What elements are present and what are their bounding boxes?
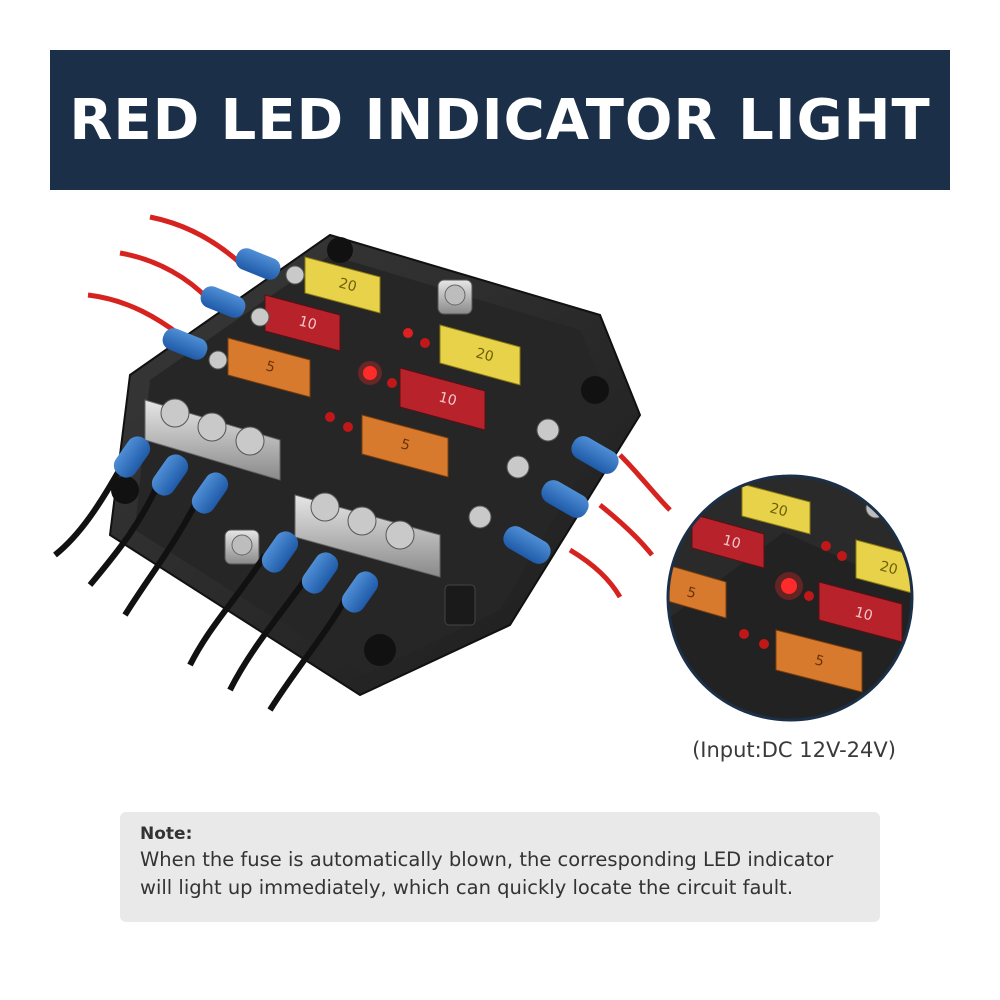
zoom-led-indicators [739,541,847,649]
note-box: Note: When the fuse is automatically blo… [120,812,880,922]
fuse-left-5: 5 [227,337,311,398]
center-stud [437,279,473,315]
svg-text:10: 10 [297,313,318,333]
ground-stud [224,529,260,565]
banner-title: RED LED INDICATOR LIGHT [69,87,931,153]
svg-text:10: 10 [437,389,458,409]
svg-text:5: 5 [399,436,412,454]
svg-text:10: 10 [721,532,742,552]
svg-text:5: 5 [813,652,826,670]
fuse-block-image: 20 10 5 20 10 5 [53,214,672,712]
input-voltage-caption: (Input:DC 12V-24V) [692,738,896,762]
note-line-2: will light up immediately, which can qui… [140,876,794,899]
fuse-right-20: 20 [439,324,521,386]
led-zoom-inset: 20 10 5 20 10 5 [666,474,914,722]
zoom-fuse-1: 20 [741,483,811,535]
side-screws [208,265,560,529]
note-title: Note: [140,824,193,844]
svg-text:10: 10 [853,604,874,624]
blue-connectors-bottom [113,436,379,613]
title-banner: RED LED INDICATOR LIGHT [50,50,950,190]
red-wires-right [568,453,672,599]
note-line-1: When the fuse is automatically blown, th… [140,848,834,871]
bus-bar-right [294,492,441,578]
svg-text:20: 20 [474,345,495,365]
fuse-right-5: 5 [361,414,449,478]
blue-connectors-top [162,248,281,360]
zoom-fuse-3: 5 [668,563,727,619]
zoom-fuse-2: 10 [691,513,765,569]
zoom-fuse-4: 20 [855,539,912,595]
black-wires [53,458,348,712]
svg-text:20: 20 [768,500,789,520]
zoom-fuse-5: 10 [818,581,903,643]
cover-latch [444,584,476,626]
svg-text:5: 5 [685,584,698,602]
svg-text:20: 20 [337,275,358,295]
fuse-left-20: 20 [304,256,381,314]
svg-text:20: 20 [878,558,899,578]
zoom-fuse-6: 5 [775,629,863,693]
blue-connectors-right [503,436,619,564]
svg-text:5: 5 [264,358,277,376]
led-indicators [325,328,430,432]
fuse-right-10: 10 [399,367,486,431]
bus-bar-left [144,398,281,481]
